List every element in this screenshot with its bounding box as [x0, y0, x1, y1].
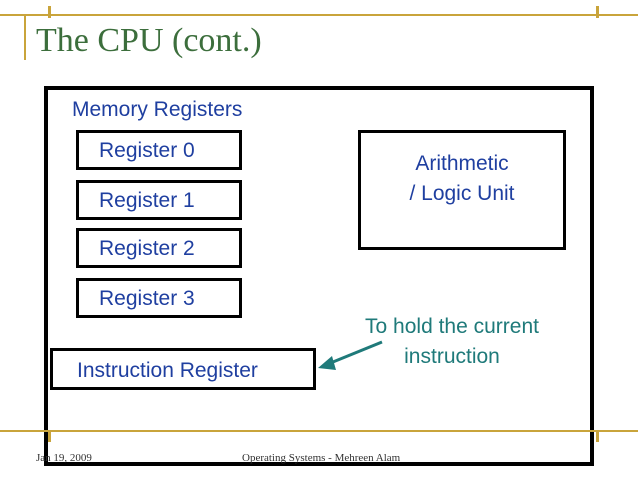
footer-date: Jan 19, 2009	[36, 452, 92, 464]
register-label: Register 2	[99, 237, 195, 260]
slide-title: The CPU (cont.)	[36, 22, 262, 59]
footer-rule-tick	[596, 430, 599, 442]
alu-box: Arithmetic / Logic Unit	[358, 130, 566, 250]
register-0-box: Register 0	[76, 130, 242, 170]
register-label: Register 0	[99, 139, 195, 162]
alu-label-line1: Arithmetic	[415, 152, 509, 175]
top-rule	[0, 14, 638, 16]
memory-registers-label: Memory Registers	[72, 98, 243, 121]
register-1-box: Register 1	[76, 180, 242, 220]
instruction-register-box: Instruction Register	[50, 348, 316, 390]
arrow-icon	[318, 340, 383, 370]
footer-course: Operating Systems - Mehreen Alam	[242, 452, 401, 464]
footer-rule	[0, 430, 638, 432]
alu-label-line2: / Logic Unit	[409, 182, 515, 205]
top-rule-tick	[596, 6, 599, 18]
top-rule-tick	[48, 6, 51, 18]
instruction-register-label: Instruction Register	[77, 359, 258, 382]
note-text: To hold the current instruction	[365, 315, 539, 368]
footer-rule-tick	[48, 430, 51, 442]
register-label: Register 1	[99, 189, 195, 212]
cpu-box	[44, 86, 594, 466]
register-3-box: Register 3	[76, 278, 242, 318]
register-label: Register 3	[99, 287, 195, 310]
register-2-box: Register 2	[76, 228, 242, 268]
title-side-bar	[24, 16, 26, 60]
